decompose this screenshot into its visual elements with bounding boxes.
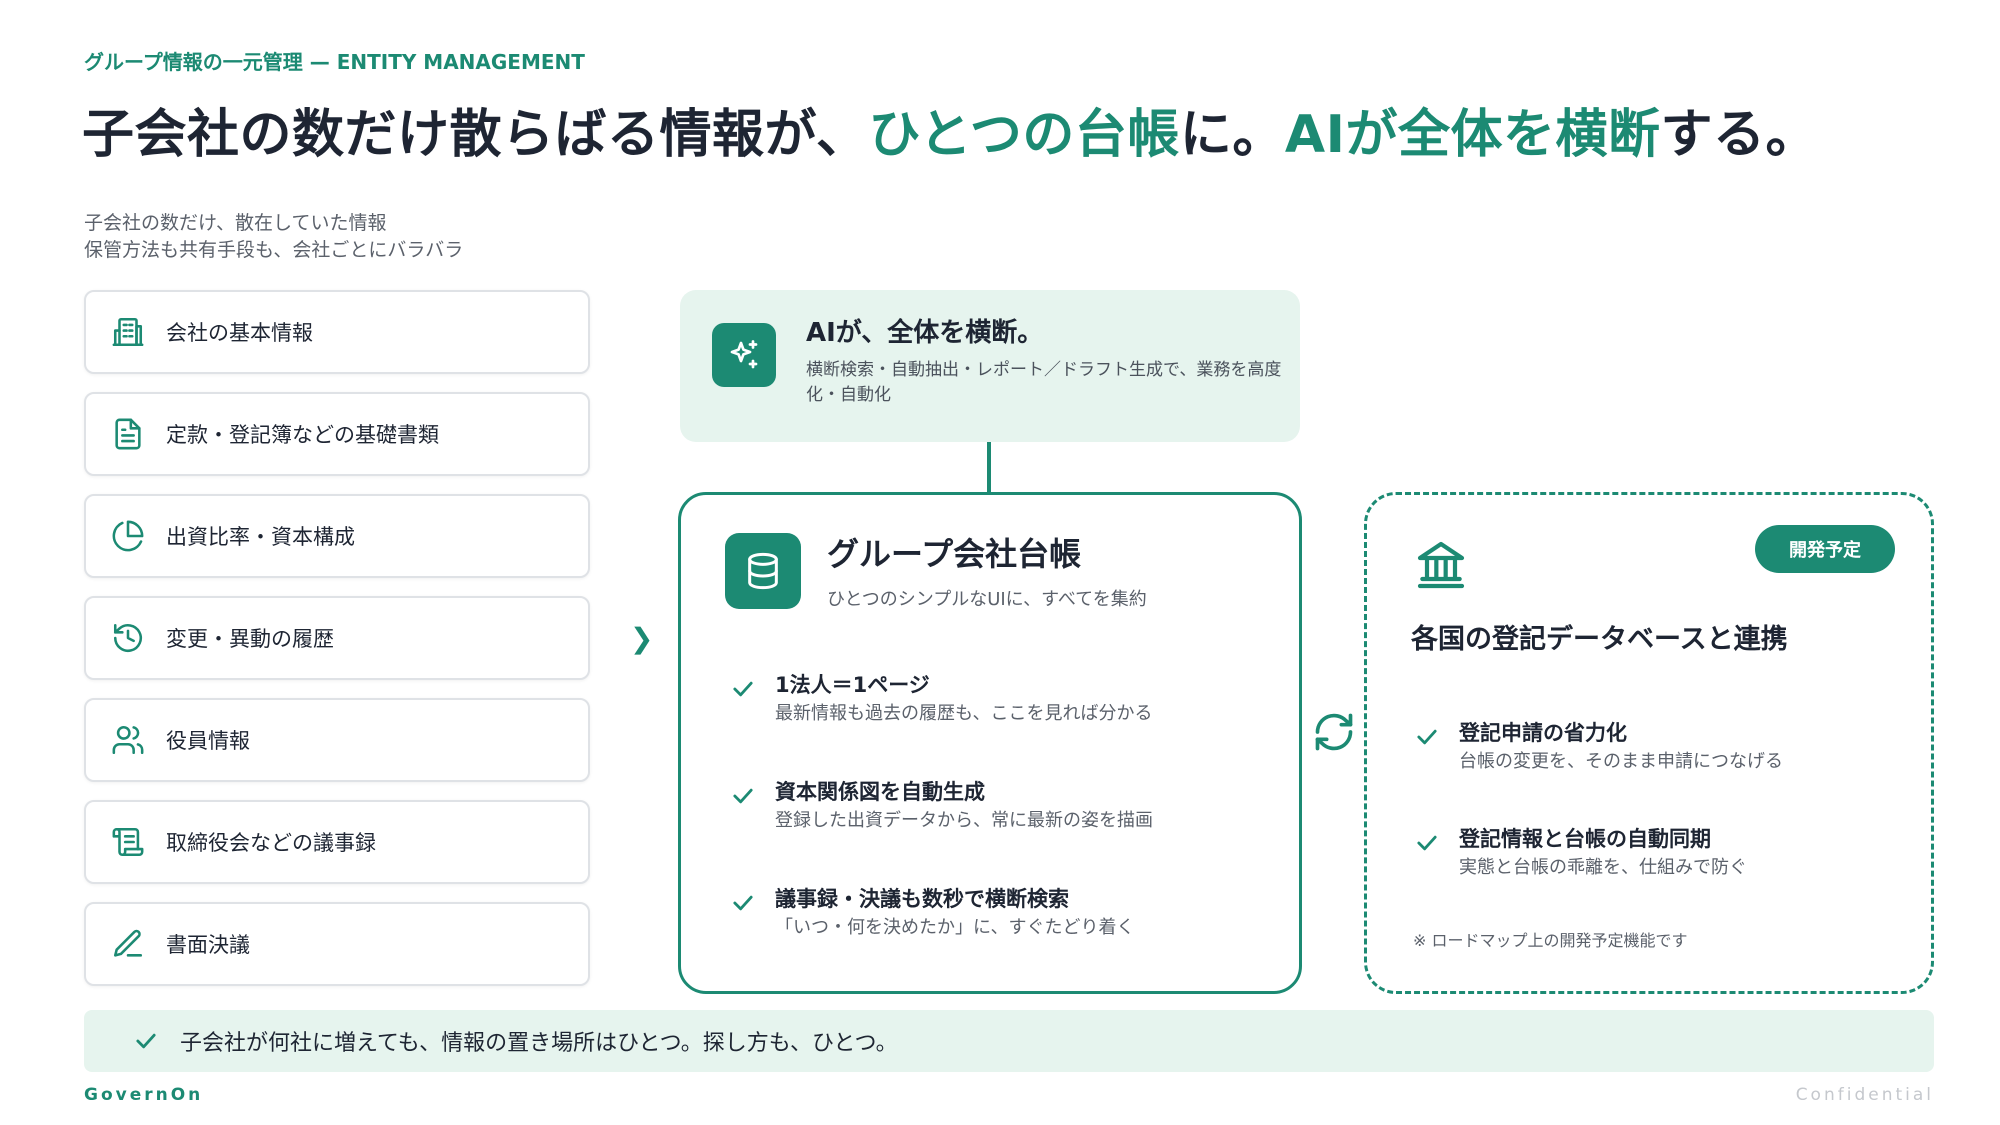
building-icon: [110, 314, 146, 350]
planned-badge: 開発予定: [1755, 525, 1895, 573]
ai-title: AIが、全体を横断。: [806, 318, 1044, 348]
intro-text: 子会社の数だけ、散在していた情報 保管方法も共有手段も、会社ごとにバラバラ: [84, 210, 463, 264]
feature-title: 登記情報と台帳の自動同期: [1459, 827, 1711, 851]
intro-line2: 保管方法も共有手段も、会社ごとにバラバラ: [84, 239, 464, 261]
feature-desc: 実態と台帳の乖離を、仕組みで防ぐ: [1459, 857, 1747, 878]
sync-icon: [1315, 713, 1353, 751]
info-card-label: 役員情報: [166, 729, 250, 753]
sparkles-icon: [712, 323, 776, 387]
info-card-documents: 定款・登記簿などの基礎書類: [84, 392, 590, 476]
scroll-icon: [110, 824, 146, 860]
feature-title: 議事録・決議も数秒で横断検索: [775, 887, 1069, 911]
bank-icon: [1417, 541, 1465, 589]
feature-title: 1法人＝1ページ: [775, 673, 930, 697]
registry-integration-panel: 開発予定 各国の登記データベースと連携 登記申請の省力化 台帳の変更を、そのまま…: [1364, 492, 1934, 994]
info-card-history: 変更・異動の履歴: [84, 596, 590, 680]
check-icon: [1417, 729, 1437, 745]
info-card-basic: 会社の基本情報: [84, 290, 590, 374]
info-card-officers: 役員情報: [84, 698, 590, 782]
feature-desc: 最新情報も過去の履歴も、ここを見れば分かる: [775, 703, 1153, 724]
summary-bar: 子会社が何社に増えても、情報の置き場所はひとつ。探し方も、ひとつ。: [84, 1010, 1934, 1072]
feature-title: 資本関係図を自動生成: [775, 780, 985, 804]
check-icon: [733, 788, 753, 804]
ledger-title: グループ会社台帳: [827, 535, 1082, 573]
info-card-label: 取締役会などの議事録: [166, 831, 376, 855]
pen-icon: [110, 926, 146, 962]
ledger-subtitle: ひとつのシンプルなUIに、すべてを集約: [827, 589, 1147, 610]
confidential-label: Confidential: [1795, 1085, 1934, 1105]
roadmap-note: ※ ロードマップ上の開発予定機能です: [1413, 931, 1688, 950]
pie-chart-icon: [110, 518, 146, 554]
info-card-label: 定款・登記簿などの基礎書類: [166, 423, 439, 447]
brand-logo: GovernOn: [84, 1085, 204, 1105]
history-icon: [110, 620, 146, 656]
headline-part2: に。: [1179, 105, 1285, 165]
info-card-label: 会社の基本情報: [166, 321, 313, 345]
info-card-capital: 出資比率・資本構成: [84, 494, 590, 578]
info-card-resolution: 書面決議: [84, 902, 590, 986]
headline-accent2: AIが全体を横断: [1284, 105, 1661, 165]
summary-text: 子会社が何社に増えても、情報の置き場所はひとつ。探し方も、ひとつ。: [180, 1031, 898, 1056]
info-card-label: 出資比率・資本構成: [166, 525, 355, 549]
users-icon: [110, 722, 146, 758]
info-card-label: 書面決議: [166, 933, 250, 957]
feature-desc: 登録した出資データから、常に最新の姿を描画: [775, 810, 1153, 831]
headline-accent1: ひとつの台帳: [868, 105, 1180, 165]
check-icon: [733, 895, 753, 911]
planned-title: 各国の登記データベースと連携: [1411, 624, 1788, 655]
feature-desc: 「いつ・何を決めたか」に、すぐたどり着く: [775, 917, 1135, 938]
info-card-label: 変更・異動の履歴: [166, 627, 334, 651]
document-icon: [110, 416, 146, 452]
check-icon: [1417, 835, 1437, 851]
check-icon: [136, 1033, 156, 1049]
feature-title: 登記申請の省力化: [1459, 721, 1627, 745]
group-ledger-panel: グループ会社台帳 ひとつのシンプルなUIに、すべてを集約 1法人＝1ページ 最新…: [678, 492, 1302, 994]
info-card-minutes: 取締役会などの議事録: [84, 800, 590, 884]
scattered-info-list: 会社の基本情報 定款・登記簿などの基礎書類 出資比率・資本構成 変更・異動の履歴…: [84, 290, 590, 1004]
ai-panel: AIが、全体を横断。 横断検索・自動抽出・レポート／ドラフト生成で、業務を高度化…: [680, 290, 1300, 442]
headline-part3: する。: [1660, 105, 1818, 165]
check-icon: [733, 681, 753, 697]
chevron-right-icon: ❯: [630, 622, 654, 655]
intro-line1: 子会社の数だけ、散在していた情報: [84, 212, 387, 234]
headline-part1: 子会社の数だけ散らばる情報が、: [82, 105, 869, 165]
page-title: 子会社の数だけ散らばる情報が、ひとつの台帳に。AIが全体を横断する。: [82, 92, 1818, 167]
connector-line: [987, 442, 991, 492]
database-icon: [725, 533, 801, 609]
ai-description: 横断検索・自動抽出・レポート／ドラフト生成で、業務を高度化・自動化: [806, 360, 1282, 405]
feature-desc: 台帳の変更を、そのまま申請につなげる: [1459, 751, 1783, 772]
eyebrow: グループ情報の一元管理 — ENTITY MANAGEMENT: [84, 50, 585, 74]
